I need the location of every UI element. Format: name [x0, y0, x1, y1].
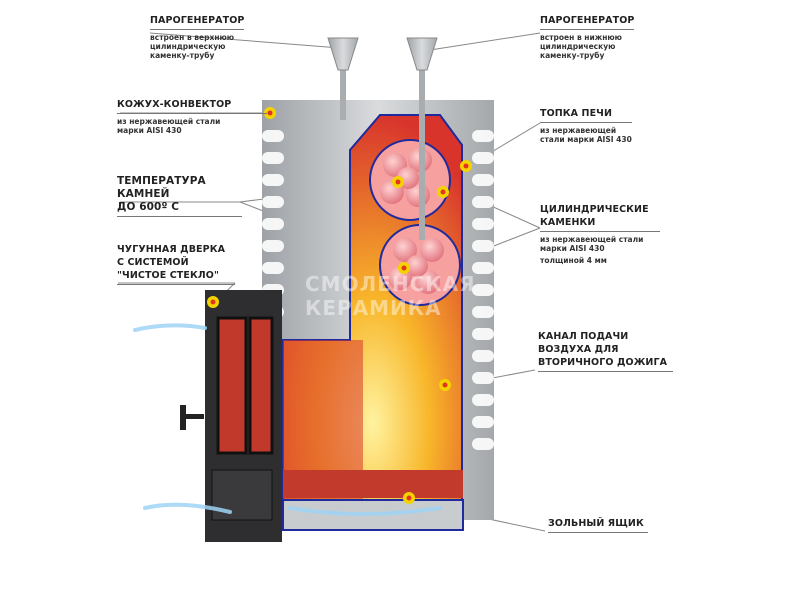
- label-title: "ЧИСТОЕ СТЕКЛО": [117, 270, 220, 281]
- label-desc: из нержавеющей стали: [117, 117, 221, 126]
- label-title: ТЕМПЕРАТУРА КАМНЕЙ: [117, 175, 206, 200]
- watermark-line: СМОЛЕНСКАЯ: [305, 272, 476, 296]
- label-title: ПАРОГЕНЕРАТОР: [150, 14, 245, 30]
- label-title: ЗОЛЬНЫЙ ЯЩИК: [548, 517, 648, 533]
- label-desc: встроен в верхнюю: [150, 33, 235, 42]
- label-desc: толщиной 4 мм: [540, 256, 607, 265]
- label-title: ЦИЛИНДРИЧЕСКИЕ: [540, 204, 649, 215]
- label-desc: марки AISI 430: [117, 126, 182, 135]
- label-air-channel: КАНАЛ ПОДАЧИ ВОЗДУХА ДЛЯ ВТОРИЧНОГО ДОЖИГА: [538, 330, 673, 372]
- label-desc: каменку-трубу: [150, 51, 215, 60]
- stove-body: [133, 37, 494, 542]
- label-desc: цилиндрическую: [540, 42, 616, 51]
- label-title: ТОПКА ПЕЧИ: [540, 107, 632, 123]
- label-title: ПАРОГЕНЕРАТОР: [540, 14, 635, 30]
- label-desc: каменку-трубу: [540, 51, 605, 60]
- label-desc: встроен в нижнюю: [540, 33, 622, 42]
- label-title: ДО 600º С: [117, 201, 180, 213]
- label-title: КОЖУХ-КОНВЕКТОР: [117, 98, 267, 114]
- label-title: КАНАЛ ПОДАЧИ: [538, 331, 629, 342]
- label-title: ВОЗДУХА ДЛЯ: [538, 344, 619, 355]
- watermark-line: КЕРАМИКА: [305, 296, 442, 320]
- label-desc: цилиндрическую: [150, 42, 226, 51]
- label-title: ВТОРИЧНОГО ДОЖИГА: [538, 357, 668, 368]
- label-title: С СИСТЕМОЙ: [117, 257, 189, 268]
- label-heaters: ЦИЛИНДРИЧЕСКИЕ КАМЕНКИ из нержавеющей ста…: [540, 203, 660, 265]
- label-title: КАМЕНКИ: [540, 217, 596, 228]
- marker-dots: [207, 107, 472, 504]
- label-ash-box: ЗОЛЬНЫЙ ЯЩИК: [548, 517, 648, 533]
- label-desc: стали марки AISI 430: [540, 135, 632, 144]
- label-desc: марки AISI 430: [540, 244, 605, 253]
- label-desc: из нержавеющей стали: [540, 235, 644, 244]
- label-title: ЧУГУННАЯ ДВЕРКА: [117, 244, 226, 255]
- label-door: ЧУГУННАЯ ДВЕРКА С СИСТЕМОЙ "ЧИСТОЕ СТЕКЛО": [117, 243, 235, 285]
- label-desc: из нержавеющей: [540, 126, 617, 135]
